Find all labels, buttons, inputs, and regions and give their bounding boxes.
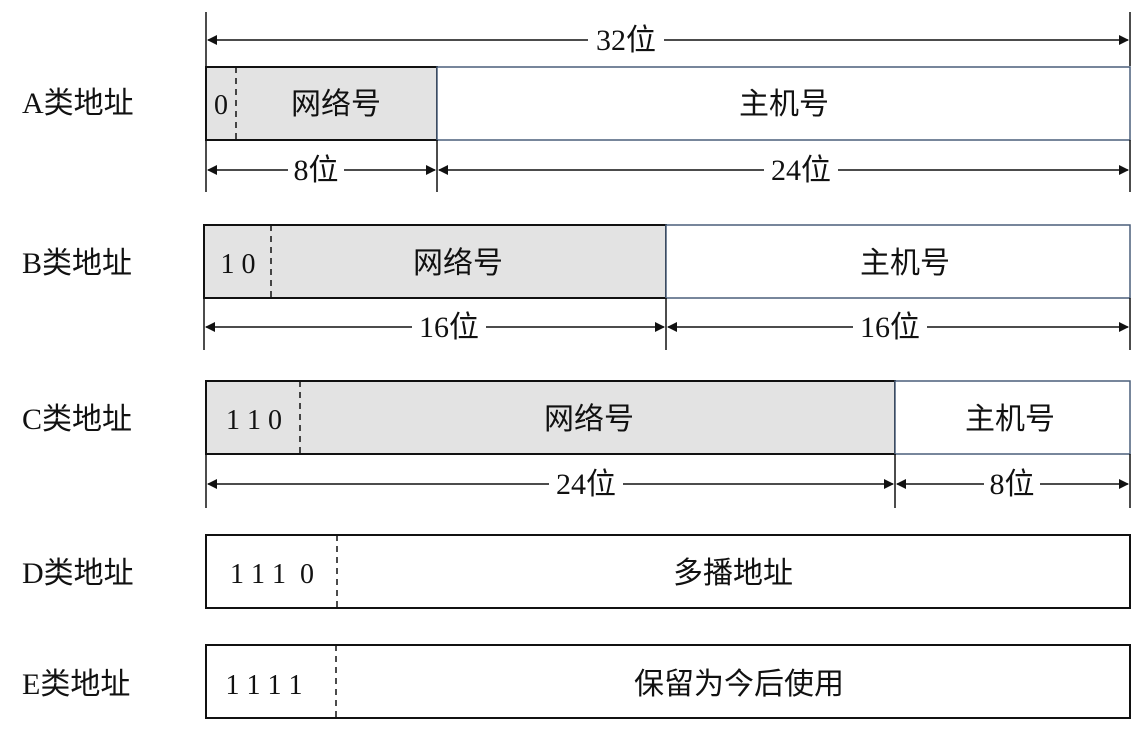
class-e-field	[205, 644, 1131, 719]
class-b-row: B类地址 1 0 网络号 主机号 16位 16位	[22, 224, 1131, 350]
class-e-prefix-bits: 1 1 1 1	[226, 670, 303, 701]
total-width-label: 32位	[596, 24, 656, 57]
class-e-label: E类地址	[22, 668, 130, 701]
class-a-host-text: 主机号	[739, 88, 829, 121]
class-a-host-field	[436, 66, 1131, 141]
class-a-network-width: 8位	[294, 154, 339, 187]
class-e-body-text: 保留为今后使用	[634, 668, 844, 701]
class-d-row: D类地址 1 1 1 0 多播地址	[22, 534, 1131, 609]
class-d-body-text: 多播地址	[673, 557, 793, 590]
class-c-network-width: 24位	[556, 468, 616, 501]
class-a-host-width: 24位	[771, 154, 831, 187]
class-d-prefix-bits: 1 1 1 0	[230, 559, 314, 590]
class-c-network-text: 网络号	[544, 403, 634, 436]
class-c-network-field	[205, 380, 896, 455]
class-c-host-field	[894, 380, 1131, 455]
class-c-host-width: 8位	[990, 468, 1035, 501]
class-c-prefix-bits: 1 1 0	[226, 405, 282, 436]
class-a-network-field	[205, 66, 438, 141]
class-a-label: A类地址	[22, 87, 134, 120]
class-b-host-field	[665, 224, 1131, 299]
class-e-row: E类地址 1 1 1 1 保留为今后使用	[22, 644, 1131, 719]
class-c-label: C类地址	[22, 403, 132, 436]
class-b-network-field	[203, 224, 667, 299]
class-b-prefix-bits: 1 0	[221, 249, 256, 280]
class-a-row: A类地址 0 网络号 主机号 8位 24位	[22, 66, 1131, 192]
class-c-host-text: 主机号	[965, 403, 1055, 436]
class-b-host-width: 16位	[860, 311, 920, 344]
class-b-label: B类地址	[22, 247, 132, 280]
class-b-network-width: 16位	[419, 311, 479, 344]
class-b-host-text: 主机号	[860, 247, 950, 280]
total-width-dimension: 32位	[205, 12, 1131, 66]
class-d-field	[205, 534, 1131, 609]
class-a-network-text: 网络号	[291, 88, 381, 121]
class-c-row: C类地址 1 1 0 网络号 主机号 24位 8位	[22, 380, 1131, 508]
class-b-network-text: 网络号	[413, 247, 503, 280]
class-d-label: D类地址	[22, 557, 134, 590]
class-a-prefix-bits: 0	[214, 90, 228, 121]
